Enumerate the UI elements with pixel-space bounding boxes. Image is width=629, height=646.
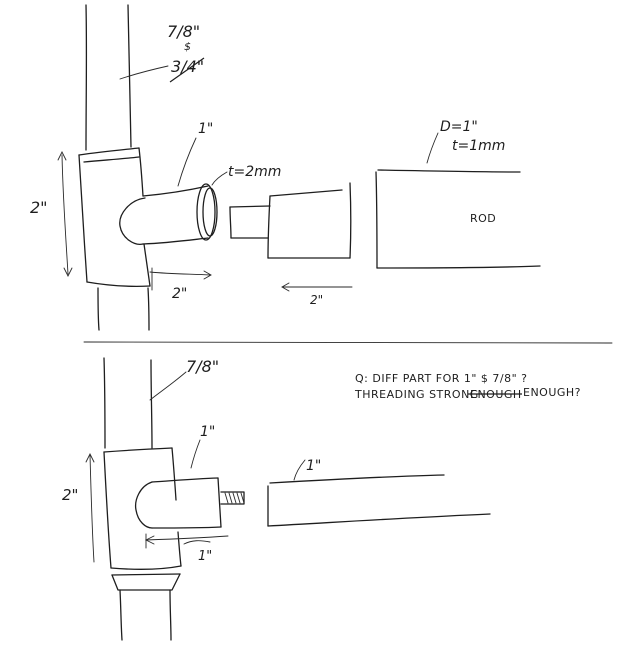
top-view: ROD 7/8" $ 3/4" 2" 1" t=2mm bbox=[30, 4, 541, 331]
bottom-view: 7/8" 1" 1" 2" 1" Q: DIFF PART FOR 1" $ 7… bbox=[62, 357, 581, 641]
bottom-tee-fitting bbox=[103, 447, 182, 591]
question-line-1: Q: DIFF PART FOR 1" $ 7/8" ? bbox=[355, 372, 528, 385]
bottom-rod-dia-label: 1" bbox=[293, 458, 321, 481]
section-divider bbox=[83, 341, 613, 344]
pipe-dia-new-label: 7/8" bbox=[167, 22, 200, 41]
top-adapter-length-text: 2" bbox=[310, 293, 323, 307]
top-tee-height-dim: 2" bbox=[30, 150, 73, 278]
top-branch-tube bbox=[119, 183, 218, 245]
top-tee-height-label: 2" bbox=[30, 198, 48, 217]
bottom-pipe-dia-label: 7/8" bbox=[149, 357, 219, 401]
bottom-branch-dia-label: 1" bbox=[190, 424, 215, 469]
rod-thickness-text: t=1mm bbox=[452, 138, 505, 154]
bottom-tee-height-text: 2" bbox=[62, 486, 78, 504]
top-branch-thickness-text: t=2mm bbox=[228, 164, 281, 180]
question-line-2b: ENOUGH? bbox=[523, 386, 581, 399]
pipe-dia-old-strike bbox=[169, 57, 205, 83]
pipe-dia-amp-label: $ bbox=[184, 40, 191, 53]
top-branch-dia-text: 1" bbox=[198, 121, 213, 137]
rod-dia-text: D=1" bbox=[440, 119, 478, 135]
top-pipe-dia-label: 7/8" $ 3/4" bbox=[119, 22, 205, 83]
question-note: Q: DIFF PART FOR 1" $ 7/8" ? THREADING S… bbox=[354, 372, 581, 401]
top-branch-length-text: 2" bbox=[172, 286, 187, 302]
top-branch-length-dim: 2" bbox=[149, 267, 212, 302]
bottom-branch-length-text: 1" bbox=[198, 549, 212, 564]
pipe-dia-old-label: 3/4" bbox=[171, 57, 204, 76]
bottom-branch-length-dim: 1" bbox=[144, 533, 229, 564]
bottom-vertical-pipe bbox=[103, 357, 172, 641]
top-rod: ROD bbox=[375, 169, 541, 269]
top-adapter-length-dim: 2" bbox=[281, 282, 353, 307]
bottom-tee-height-dim: 2" bbox=[62, 452, 95, 563]
rod-label: ROD bbox=[470, 212, 496, 225]
bottom-branch bbox=[134, 477, 245, 529]
bottom-pipe-dia-text: 7/8" bbox=[186, 357, 219, 376]
bottom-rod bbox=[267, 474, 491, 527]
top-branch-dia-label: 1" bbox=[177, 121, 213, 187]
top-adapter bbox=[229, 182, 352, 259]
top-vertical-pipe bbox=[85, 4, 150, 331]
top-rod-dims: D=1" t=1mm bbox=[426, 119, 505, 164]
bottom-branch-dia-text: 1" bbox=[200, 424, 215, 440]
top-tee-fitting bbox=[78, 147, 151, 288]
bottom-rod-dia-text: 1" bbox=[306, 458, 321, 474]
question-line-2a: THREADING STRONG bbox=[354, 388, 479, 401]
top-branch-thickness-label: t=2mm bbox=[211, 164, 281, 186]
